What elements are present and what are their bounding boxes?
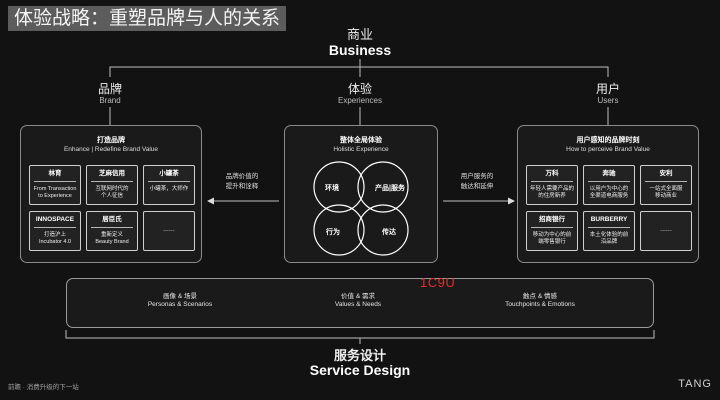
footer-caption: 前瞻 · 消费升级的下一站 xyxy=(8,384,79,391)
user-card: 奔驰 以用户为中心的 全渠道电商服务 xyxy=(583,165,635,205)
card-desc: 重新定义 xyxy=(100,232,123,238)
brand-card: 小罐茶 小罐茶，大师作 xyxy=(143,165,195,205)
card-title: 居臣氏 xyxy=(91,216,133,228)
card-desc: 移动为中心的前 xyxy=(532,232,572,238)
service-design-zh-label: 服务设计 xyxy=(333,348,387,363)
card-desc: 年轻人需要产品的 xyxy=(529,186,574,192)
card-title: 招商银行 xyxy=(531,216,573,228)
user-card: 万科 年轻人需要产品的 的住房新养 xyxy=(526,165,578,205)
brand-panel-title: 打造品牌 xyxy=(97,137,125,144)
user-card: 招商银行 移动为中心的前 端零售银行 xyxy=(526,211,578,251)
user-card: 安利 一站式全面服 移动商业 xyxy=(640,165,692,205)
tang-logo: TANG xyxy=(678,378,712,390)
arrow-to-brand-caption-line2: 提升和诠释 xyxy=(225,183,259,190)
arrow-to-users-caption-line2: 触达和延伸 xyxy=(460,183,494,190)
card-title: 芝麻信用 xyxy=(91,170,133,182)
card-title: 林育 xyxy=(34,170,76,182)
red-watermark: 1C9U xyxy=(420,275,456,290)
user-card-more: ...... xyxy=(640,211,692,251)
arrow-to-brand-caption-line1: 品牌价值的 xyxy=(225,173,259,180)
foundation-band xyxy=(66,278,654,328)
foundation-values-zh: 价值 & 需求 xyxy=(341,293,375,300)
pillar-brand-en: Brand xyxy=(99,96,121,105)
brand-card: 居臣氏 重新定义 Beauty Brand xyxy=(86,211,138,251)
user-panel-subtitle: How to perceive Brand Value xyxy=(566,146,650,153)
card-desc: 个人征信 xyxy=(100,193,123,199)
business-en-label: Business xyxy=(328,42,392,58)
card-desc: 移动商业 xyxy=(654,193,677,199)
card-desc: to Experience xyxy=(38,193,72,199)
brand-card: 林育 From Transaction to Experience xyxy=(29,165,81,205)
business-zh-label: 商业 xyxy=(346,27,374,42)
foundation-touchpoints-en: Touchpoints & Emotions xyxy=(505,301,575,308)
card-title: 万科 xyxy=(531,170,573,182)
foundation-personas-zh: 画像 & 场景 xyxy=(163,293,197,300)
card-desc: 本土化体验的前 xyxy=(589,232,629,238)
brand-card: 芝麻信用 互联网时代的 个人征信 xyxy=(86,165,138,205)
pillar-experience-zh: 体验 xyxy=(347,82,373,96)
brand-panel-subtitle: Enhance | Redefine Brand Value xyxy=(63,146,159,153)
experience-panel-title: 整体全局体验 xyxy=(340,137,382,144)
experience-panel: 整体全局体验 Holistic Experience xyxy=(284,125,438,263)
user-panel-title: 用户感知的品牌时刻 xyxy=(576,137,640,144)
user-card: BURBERRY 本土化体验的前 沿品牌 xyxy=(583,211,635,251)
card-desc: 互联网时代的 xyxy=(95,186,129,192)
card-desc: 打造沪上 xyxy=(43,232,66,238)
arrow-left-icon xyxy=(207,197,214,205)
card-title: 小罐茶 xyxy=(148,170,190,182)
brand-panel: 打造品牌 Enhance | Redefine Brand Value 林育 F… xyxy=(20,125,202,263)
card-desc: 端零售银行 xyxy=(538,239,566,245)
card-desc: Beauty Brand xyxy=(95,239,129,245)
arrow-to-users-caption-line1: 用户服务的 xyxy=(460,173,494,180)
card-title: 奔驰 xyxy=(588,170,630,182)
card-title: INNOSPACE xyxy=(34,216,76,228)
service-design-en-label: Service Design xyxy=(309,362,411,378)
card-desc: 全渠道电商服务 xyxy=(589,193,629,199)
card-title: 安利 xyxy=(645,170,687,182)
foundation-touchpoints-zh: 触点 & 情感 xyxy=(523,293,557,300)
card-desc: 一站式全面服 xyxy=(649,186,683,192)
brand-card: INNOSPACE 打造沪上 Incubator 4.0 xyxy=(29,211,81,251)
card-desc: 沿品牌 xyxy=(600,239,618,245)
connector-bottom-bracket xyxy=(65,330,655,339)
experience-panel-subtitle: Holistic Experience xyxy=(333,146,389,153)
card-title: BURBERRY xyxy=(588,216,630,228)
foundation-values-en: Values & Needs xyxy=(334,301,382,308)
pillar-users-en: Users xyxy=(597,96,619,105)
pillar-experience-en: Experiences xyxy=(337,96,383,105)
card-desc: Incubator 4.0 xyxy=(38,239,72,245)
pillar-users-zh: 用户 xyxy=(595,82,621,96)
slide-title: 体验战略：重塑品牌与人的关系 xyxy=(8,6,287,31)
more-ellipsis: ...... xyxy=(660,226,672,233)
arrow-right-icon xyxy=(508,197,515,205)
card-desc: 的住房新养 xyxy=(538,193,566,199)
more-ellipsis: ...... xyxy=(163,226,175,233)
user-panel: 用户感知的品牌时刻 How to perceive Brand Value 万科… xyxy=(517,125,699,263)
foundation-personas-en: Personas & Scenarios xyxy=(147,301,213,308)
connector-top-bracket xyxy=(109,66,609,77)
card-desc: 以用户为中心的 xyxy=(589,186,629,192)
card-desc: From Transaction xyxy=(33,186,77,192)
brand-card-more: ...... xyxy=(143,211,195,251)
pillar-brand-zh: 品牌 xyxy=(97,82,123,96)
card-desc: 小罐茶，大师作 xyxy=(149,186,189,192)
